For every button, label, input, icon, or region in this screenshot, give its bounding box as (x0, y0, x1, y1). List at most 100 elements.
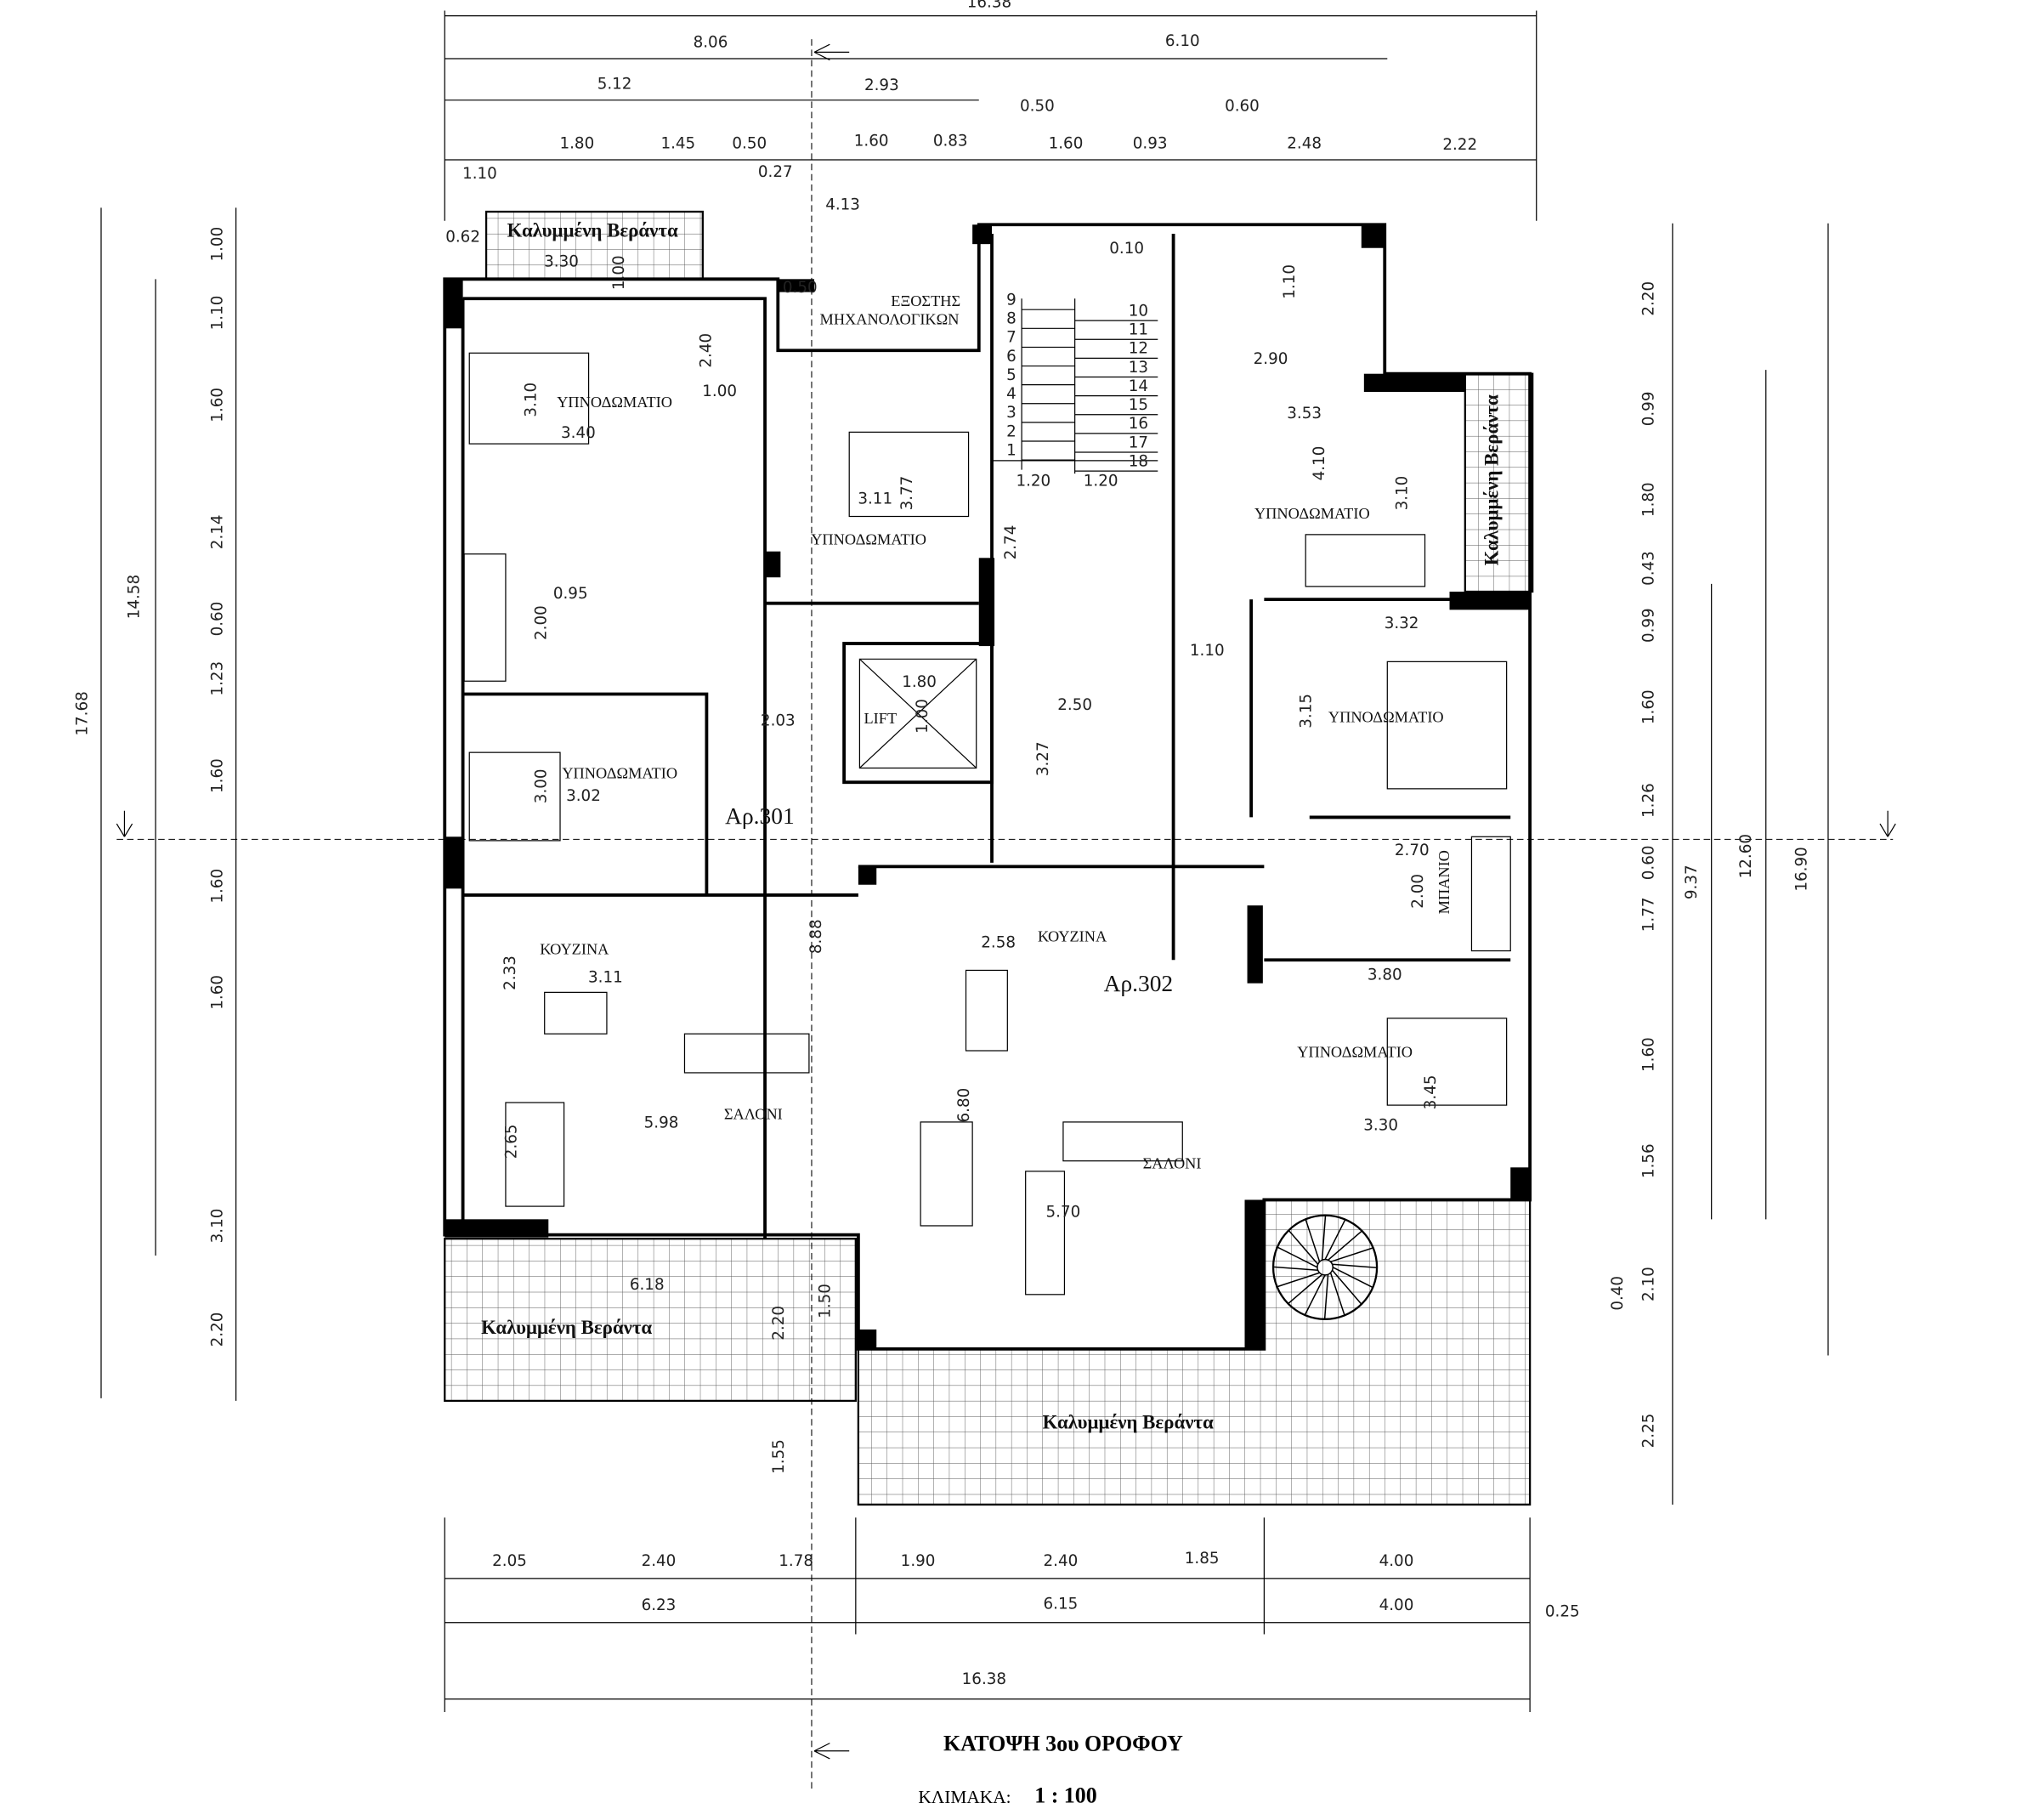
dimension-label: 2.14 (208, 514, 226, 549)
dimension-label: 0.99 (1639, 392, 1657, 427)
dimension-label: 8.06 (694, 34, 728, 52)
dimension-label: 14.58 (126, 575, 144, 619)
dimension-label: 4.13 (825, 196, 860, 213)
dimension-label: 1.20 (1084, 472, 1118, 490)
dimension-label: 0.40 (1609, 1276, 1627, 1311)
dimension-label: 5.12 (597, 76, 632, 94)
dimension-label: 6.18 (630, 1276, 665, 1294)
dimension-label: 6.10 (1165, 32, 1200, 50)
dimension-label: 16.38 (962, 1670, 1006, 1688)
dimension-label: 3.00 (533, 768, 551, 803)
dimension-label: 4.00 (1379, 1596, 1414, 1614)
dimension-label: 8.88 (807, 919, 825, 954)
dimension-label: 1.00 (914, 699, 932, 734)
dimension-label: 3.11 (588, 969, 623, 987)
dimension-label: 1.78 (779, 1552, 813, 1570)
living-room-label: ΣΑΛΟΝΙ (1143, 1154, 1202, 1171)
dimension-label: 2.00 (533, 605, 551, 640)
dimension-label: 5.98 (644, 1114, 679, 1131)
dimension-label: 2.00 (1409, 874, 1427, 909)
spiral-tread (1277, 1272, 1320, 1288)
dimension-label: 17.68 (74, 691, 92, 735)
stair-step-number: 18 (1129, 452, 1148, 470)
dimension-label: 0.83 (933, 133, 968, 150)
dimension-lines (100, 10, 1896, 1790)
dimension-label: 0.27 (758, 163, 793, 181)
veranda-label: Καλυμμένη Βεράντα (481, 1317, 652, 1338)
dimension-label: 2.20 (1639, 281, 1657, 316)
dimension-label: 1.60 (1639, 689, 1657, 724)
dimension-label: 2.70 (1395, 842, 1430, 859)
spiral-tread (1332, 1267, 1373, 1289)
dimension-label: 0.95 (553, 585, 588, 603)
veranda-areas (444, 210, 1534, 1506)
stair-step-number: 4 (1006, 385, 1016, 403)
drawing-title: ΚΑΤΟΨΗ 3ου ΟΡΟΦΟΥ (943, 1732, 1183, 1756)
bedroom-label: ΥΠΝΟΔΩΜΑΤΙΟ (1254, 505, 1370, 522)
spiral-tread (1288, 1273, 1323, 1305)
stair-step-number: 5 (1006, 366, 1016, 384)
bedroom-label: ΥΠΝΟΔΩΜΑΤΙΟ (1297, 1043, 1413, 1060)
stair-step-number: 11 (1129, 321, 1148, 339)
dimension-label: 1.80 (1639, 482, 1657, 517)
dimension-label: 2.48 (1287, 135, 1322, 153)
walls (443, 223, 1532, 1351)
stair-step-number: 7 (1006, 329, 1016, 347)
dimension-label: 0.60 (1639, 845, 1657, 880)
dimension-label: 3.30 (1363, 1116, 1398, 1134)
dimension-label: 0.43 (1639, 551, 1657, 586)
spiral-tread (1328, 1230, 1363, 1261)
dimension-label: 2.40 (642, 1552, 677, 1570)
dimension-label: 1.26 (1639, 783, 1657, 818)
dimension-label: 1.60 (208, 758, 226, 793)
dimension-label: 2.20 (208, 1313, 226, 1347)
veranda-bottom-left (444, 1238, 857, 1403)
dimension-label: 3.10 (208, 1209, 226, 1244)
dimension-label: 1.00 (702, 383, 737, 400)
dimension-label: 1.60 (854, 133, 889, 150)
kitchen-label: ΚΟΥΖΙΝΑ (1038, 928, 1107, 945)
mechanical-room-label: ΕΞΟΣΤΗΣ (891, 292, 960, 309)
stair-step-number: 16 (1129, 415, 1148, 433)
dimension-label: 1.00 (208, 227, 226, 262)
stair-step-number: 3 (1006, 404, 1016, 422)
bedroom-label: ΥΠΝΟΔΩΜΑΤΙΟ (1328, 709, 1444, 726)
dimension-label: 2.20 (770, 1306, 788, 1341)
dimension-label: 2.40 (1043, 1552, 1078, 1570)
stair-step-number: 15 (1129, 396, 1148, 414)
dimension-label: 1.20 (1016, 472, 1050, 490)
dimension-label: 1.55 (770, 1439, 788, 1474)
dimension-label: 2.05 (492, 1552, 527, 1570)
stair-step-number: 13 (1129, 359, 1148, 377)
dimension-label: 9.37 (1683, 865, 1701, 899)
dimension-label: 0.60 (208, 602, 226, 637)
dimension-label: 3.10 (522, 383, 540, 417)
dimension-label: 3.02 (566, 787, 601, 805)
veranda-label: Καλυμμένη Βεράντα (507, 220, 678, 241)
dimension-label: 1.10 (1190, 642, 1225, 660)
dimension-label: 1.60 (208, 869, 226, 904)
dimension-label: 0.93 (1133, 135, 1168, 153)
dimension-label: 0.99 (1639, 608, 1657, 643)
stair-step-number: 1 (1006, 441, 1016, 459)
dimension-label: 3.27 (1034, 741, 1052, 776)
dimension-label: 2.33 (501, 955, 519, 990)
dimension-label: 2.58 (981, 933, 1016, 951)
apartment-label: Αρ.302 (1104, 971, 1174, 996)
dimension-label: 1.10 (462, 165, 497, 183)
dimension-label: 3.30 (544, 253, 579, 271)
veranda-top-left (484, 210, 704, 281)
stair-step-number: 14 (1129, 377, 1148, 395)
dimension-label: 1.60 (208, 975, 226, 1010)
dimension-label: 3.53 (1287, 405, 1322, 422)
dimension-label: 0.60 (1225, 97, 1260, 115)
dimension-label: 16.90 (1792, 847, 1810, 891)
spiral-tread (1305, 1218, 1321, 1262)
furniture (463, 352, 1511, 1296)
dimension-label: 0.62 (445, 229, 480, 247)
dimension-label: 1.10 (208, 296, 226, 331)
lift-shaft (842, 642, 994, 785)
spiral-tread (1329, 1273, 1345, 1316)
dimension-label: 6.80 (955, 1088, 973, 1123)
